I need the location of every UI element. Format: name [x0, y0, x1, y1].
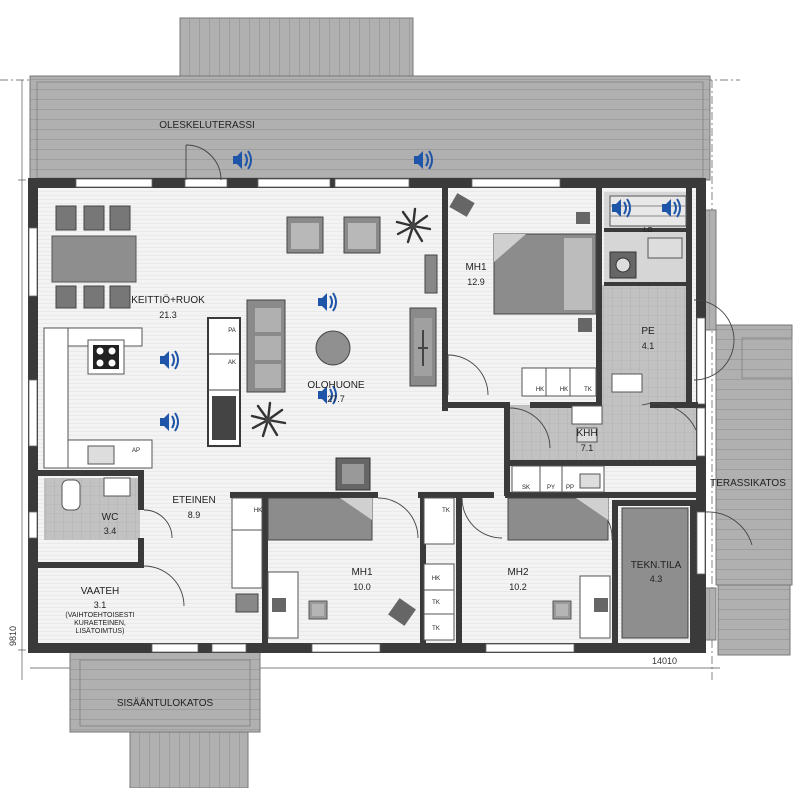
bathroom-fixtures — [571, 195, 687, 443]
label-mh1-bottom: MH1 — [351, 567, 373, 578]
tag-sk: SK — [522, 485, 530, 491]
area-tekn: 4.3 — [650, 574, 663, 584]
bedroom-mh2 — [507, 497, 611, 639]
bedroom-mh1-top: HK HK TK — [493, 233, 597, 397]
area-keittio: 21.3 — [159, 310, 177, 320]
area-olohuone: 27.7 — [327, 394, 345, 404]
tag-py: PY — [547, 485, 555, 491]
label-eteinen: ETEINEN — [172, 495, 215, 506]
tag-ap: AP — [132, 448, 140, 454]
tag-pa: PA — [228, 328, 236, 334]
interior-walls — [38, 186, 698, 644]
dimension-height: 9810 — [8, 626, 18, 646]
label-wc: WC — [102, 512, 119, 523]
area-khh: 7.1 — [581, 443, 594, 453]
tag-tk-2: TK — [442, 508, 450, 514]
note-vaateh-1: (VAIHTOEHTOISESTI — [65, 612, 134, 619]
tag-hk-3: HK — [254, 508, 262, 514]
technical-room — [621, 507, 689, 639]
area-vaateh: 3.1 — [94, 600, 107, 610]
tag-hk-2: HK — [560, 387, 568, 393]
area-mh1-top: 12.9 — [467, 277, 485, 287]
dining-set — [51, 205, 137, 309]
area-mh2: 10.2 — [509, 582, 527, 592]
area-pe: 4.1 — [642, 341, 655, 351]
note-vaateh-3: LISÄTOIMTUS) — [76, 627, 125, 635]
bedroom-mh1-bottom — [267, 497, 416, 639]
tag-tk-4: TK — [432, 626, 440, 632]
dimension-width: 14010 — [652, 656, 677, 666]
entrance-furniture: HK — [231, 497, 263, 613]
label-khh: KHH — [576, 428, 597, 439]
wall-unit-tags: PA AK — [228, 328, 236, 366]
room-labels: OLESKELUTERASSI KEITTIÖ+RUOK 21.3 OLOHUO… — [65, 120, 786, 709]
top-terrace — [29, 17, 711, 181]
label-pe: PE — [641, 326, 655, 337]
kitchen-counter: AP — [43, 327, 153, 469]
label-mh2: MH2 — [507, 567, 529, 578]
tag-tk-3: TK — [432, 600, 440, 606]
label-mh1-top: MH1 — [465, 262, 487, 273]
note-vaateh-2: KURAETEINEN, — [74, 620, 126, 627]
living-furniture — [207, 193, 590, 491]
label-lo: LO — [643, 227, 653, 234]
label-keittio: KEITTIÖ+RUOK — [131, 294, 205, 306]
label-oleskeluterassi: OLESKELUTERASSI — [159, 120, 255, 131]
tag-hk-1: HK — [536, 387, 544, 393]
tag-pp: PP — [566, 485, 574, 491]
area-wc: 3.4 — [104, 526, 117, 536]
label-tekn: TEKN.TILA — [631, 560, 682, 571]
area-mh1-bottom: 10.0 — [353, 582, 371, 592]
tag-hk-4: HK — [432, 576, 440, 582]
area-eteinen: 8.9 — [188, 510, 201, 520]
wc-fixtures — [61, 477, 131, 511]
entrance-canopy — [69, 651, 261, 788]
windows — [28, 178, 706, 653]
utility-room-fixtures: SK PY PP — [511, 465, 605, 493]
tag-ak: AK — [228, 360, 236, 366]
label-vaateh: VAATEH — [81, 586, 120, 597]
closets-center: TK HK TK TK — [423, 497, 455, 641]
label-terassikatos: TERASSIKATOS — [710, 478, 786, 489]
tag-tk-1: TK — [584, 387, 592, 393]
stove-icon — [93, 345, 119, 369]
label-sisaantulokatos: SISÄÄNTULOKATOS — [117, 697, 214, 709]
label-olohuone: OLOHUONE — [307, 380, 365, 391]
